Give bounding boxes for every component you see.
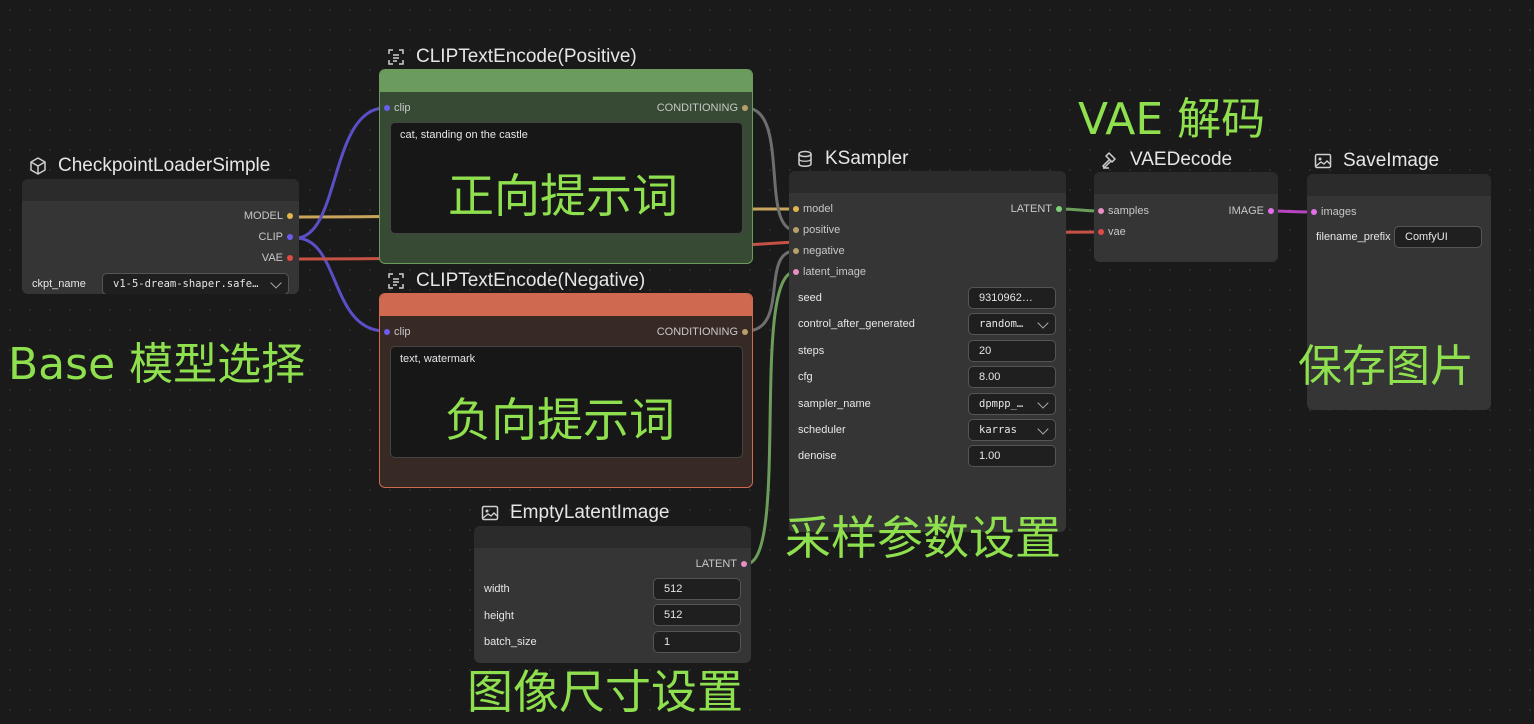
- height-input[interactable]: 512: [653, 604, 741, 626]
- node-header[interactable]: [380, 294, 752, 316]
- ckpt-name-select[interactable]: v1-5-dream-shaper.safe…: [102, 273, 289, 294]
- output-image[interactable]: IMAGE: [1229, 205, 1274, 217]
- width-label: width: [484, 583, 510, 595]
- annotation-image-size: 图像尺寸设置: [467, 665, 743, 719]
- wire-clip-positive: [295, 106, 386, 240]
- node-title-text: SaveImage: [1343, 150, 1440, 171]
- output-clip[interactable]: CLIP: [259, 231, 293, 243]
- hammer-icon: [1101, 152, 1116, 169]
- ckpt-name-label: ckpt_name: [32, 278, 86, 290]
- filename-prefix-label: filename_prefix: [1316, 231, 1391, 243]
- annotation-base-model: Base 模型选择: [8, 339, 306, 390]
- seed-input[interactable]: 9310962…: [968, 287, 1056, 309]
- scheduler-select[interactable]: karras: [968, 419, 1056, 441]
- input-clip[interactable]: clip: [384, 102, 411, 114]
- save-image-node[interactable]: images filename_prefix ComfyUI: [1307, 174, 1491, 410]
- text-scan-icon: [388, 49, 404, 65]
- cylinder-icon: [798, 150, 812, 167]
- denoise-label: denoise: [798, 450, 837, 462]
- checkpoint-loader-title[interactable]: CheckpointLoaderSimple: [28, 155, 270, 177]
- save-image-title[interactable]: SaveImage: [1313, 150, 1439, 172]
- cfg-input[interactable]: 8.00: [968, 366, 1056, 388]
- wire-latent-empty: [745, 270, 796, 566]
- control-after-generated-select[interactable]: random…: [968, 313, 1056, 335]
- checkpoint-loader-node[interactable]: MODEL CLIP VAE ckpt_name v1-5-dream-shap…: [22, 179, 299, 294]
- height-label: height: [484, 610, 514, 622]
- annotation-positive-prompt: 正向提示词: [448, 169, 678, 223]
- output-model[interactable]: MODEL: [244, 210, 293, 222]
- output-latent[interactable]: LATENT: [696, 558, 747, 570]
- image-icon: [481, 505, 499, 521]
- node-title-text: KSampler: [825, 148, 909, 169]
- input-samples[interactable]: samples: [1098, 205, 1149, 217]
- input-negative[interactable]: negative: [793, 245, 845, 257]
- output-latent[interactable]: LATENT: [1011, 203, 1062, 215]
- steps-input[interactable]: 20: [968, 340, 1056, 362]
- output-conditioning[interactable]: CONDITIONING: [657, 326, 748, 338]
- text-scan-icon: [388, 273, 404, 289]
- output-vae[interactable]: VAE: [262, 252, 293, 264]
- filename-prefix-input[interactable]: ComfyUI: [1394, 226, 1482, 248]
- input-clip[interactable]: clip: [384, 326, 411, 338]
- cfg-label: cfg: [798, 371, 813, 383]
- clip-positive-node[interactable]: clip CONDITIONING cat, standing on the c…: [379, 69, 753, 264]
- node-title-text: EmptyLatentImage: [510, 502, 670, 523]
- vae-decode-title[interactable]: VAEDecode: [1100, 149, 1232, 171]
- chevron-down-icon: [1037, 317, 1049, 329]
- clip-negative-title[interactable]: CLIPTextEncode(Negative): [386, 270, 645, 292]
- scheduler-label: scheduler: [798, 424, 846, 436]
- node-title-text: VAEDecode: [1130, 149, 1233, 170]
- node-header[interactable]: [1094, 172, 1278, 194]
- clip-positive-title[interactable]: CLIPTextEncode(Positive): [386, 46, 637, 68]
- empty-latent-node[interactable]: LATENT width 512 height 512 batch_size 1: [474, 526, 751, 663]
- width-input[interactable]: 512: [653, 578, 741, 600]
- input-vae[interactable]: vae: [1098, 226, 1126, 238]
- chevron-down-icon: [1037, 397, 1049, 409]
- batch-size-label: batch_size: [484, 636, 537, 648]
- wire-clip-negative: [295, 236, 386, 333]
- clip-negative-node[interactable]: clip CONDITIONING text, watermark: [379, 293, 753, 488]
- node-title-text: CLIPTextEncode(Positive): [416, 46, 637, 67]
- node-header[interactable]: [789, 171, 1066, 193]
- node-header[interactable]: [1307, 174, 1491, 196]
- vae-decode-node[interactable]: samples vae IMAGE: [1094, 172, 1278, 262]
- output-conditioning[interactable]: CONDITIONING: [657, 102, 748, 114]
- annotation-negative-prompt: 负向提示词: [445, 393, 675, 447]
- annotation-save-image: 保存图片: [1298, 341, 1474, 392]
- annotation-vae-decode: VAE 解码: [1078, 94, 1266, 145]
- wire-conditioning-positive: [745, 106, 796, 232]
- input-images[interactable]: images: [1311, 206, 1356, 218]
- annotation-sampler-params: 采样参数设置: [785, 511, 1061, 565]
- input-latent-image[interactable]: latent_image: [793, 266, 866, 278]
- negative-prompt-textarea[interactable]: text, watermark: [390, 346, 743, 458]
- ksampler-title[interactable]: KSampler: [795, 148, 908, 170]
- sampler-name-label: sampler_name: [798, 398, 871, 410]
- steps-label: steps: [798, 345, 825, 357]
- ksampler-node[interactable]: model positive negative latent_image LAT…: [789, 171, 1066, 532]
- positive-prompt-textarea[interactable]: cat, standing on the castle: [390, 122, 743, 234]
- node-title-text: CLIPTextEncode(Negative): [416, 270, 646, 291]
- empty-latent-title[interactable]: EmptyLatentImage: [480, 502, 669, 524]
- node-title-text: CheckpointLoaderSimple: [58, 155, 271, 176]
- batch-size-input[interactable]: 1: [653, 631, 741, 653]
- node-header[interactable]: [474, 526, 751, 548]
- node-header[interactable]: [22, 179, 299, 201]
- sampler-name-select[interactable]: dpmpp_…: [968, 393, 1056, 415]
- control-after-generated-label: control_after_generated: [798, 318, 915, 330]
- input-model[interactable]: model: [793, 203, 833, 215]
- cube-icon: [30, 157, 46, 175]
- image-icon: [1314, 153, 1332, 169]
- denoise-input[interactable]: 1.00: [968, 445, 1056, 467]
- seed-label: seed: [798, 292, 822, 304]
- input-positive[interactable]: positive: [793, 224, 840, 236]
- wire-conditioning-negative: [745, 249, 796, 333]
- chevron-down-icon: [1037, 423, 1049, 435]
- node-header[interactable]: [380, 70, 752, 92]
- chevron-down-icon: [270, 277, 282, 289]
